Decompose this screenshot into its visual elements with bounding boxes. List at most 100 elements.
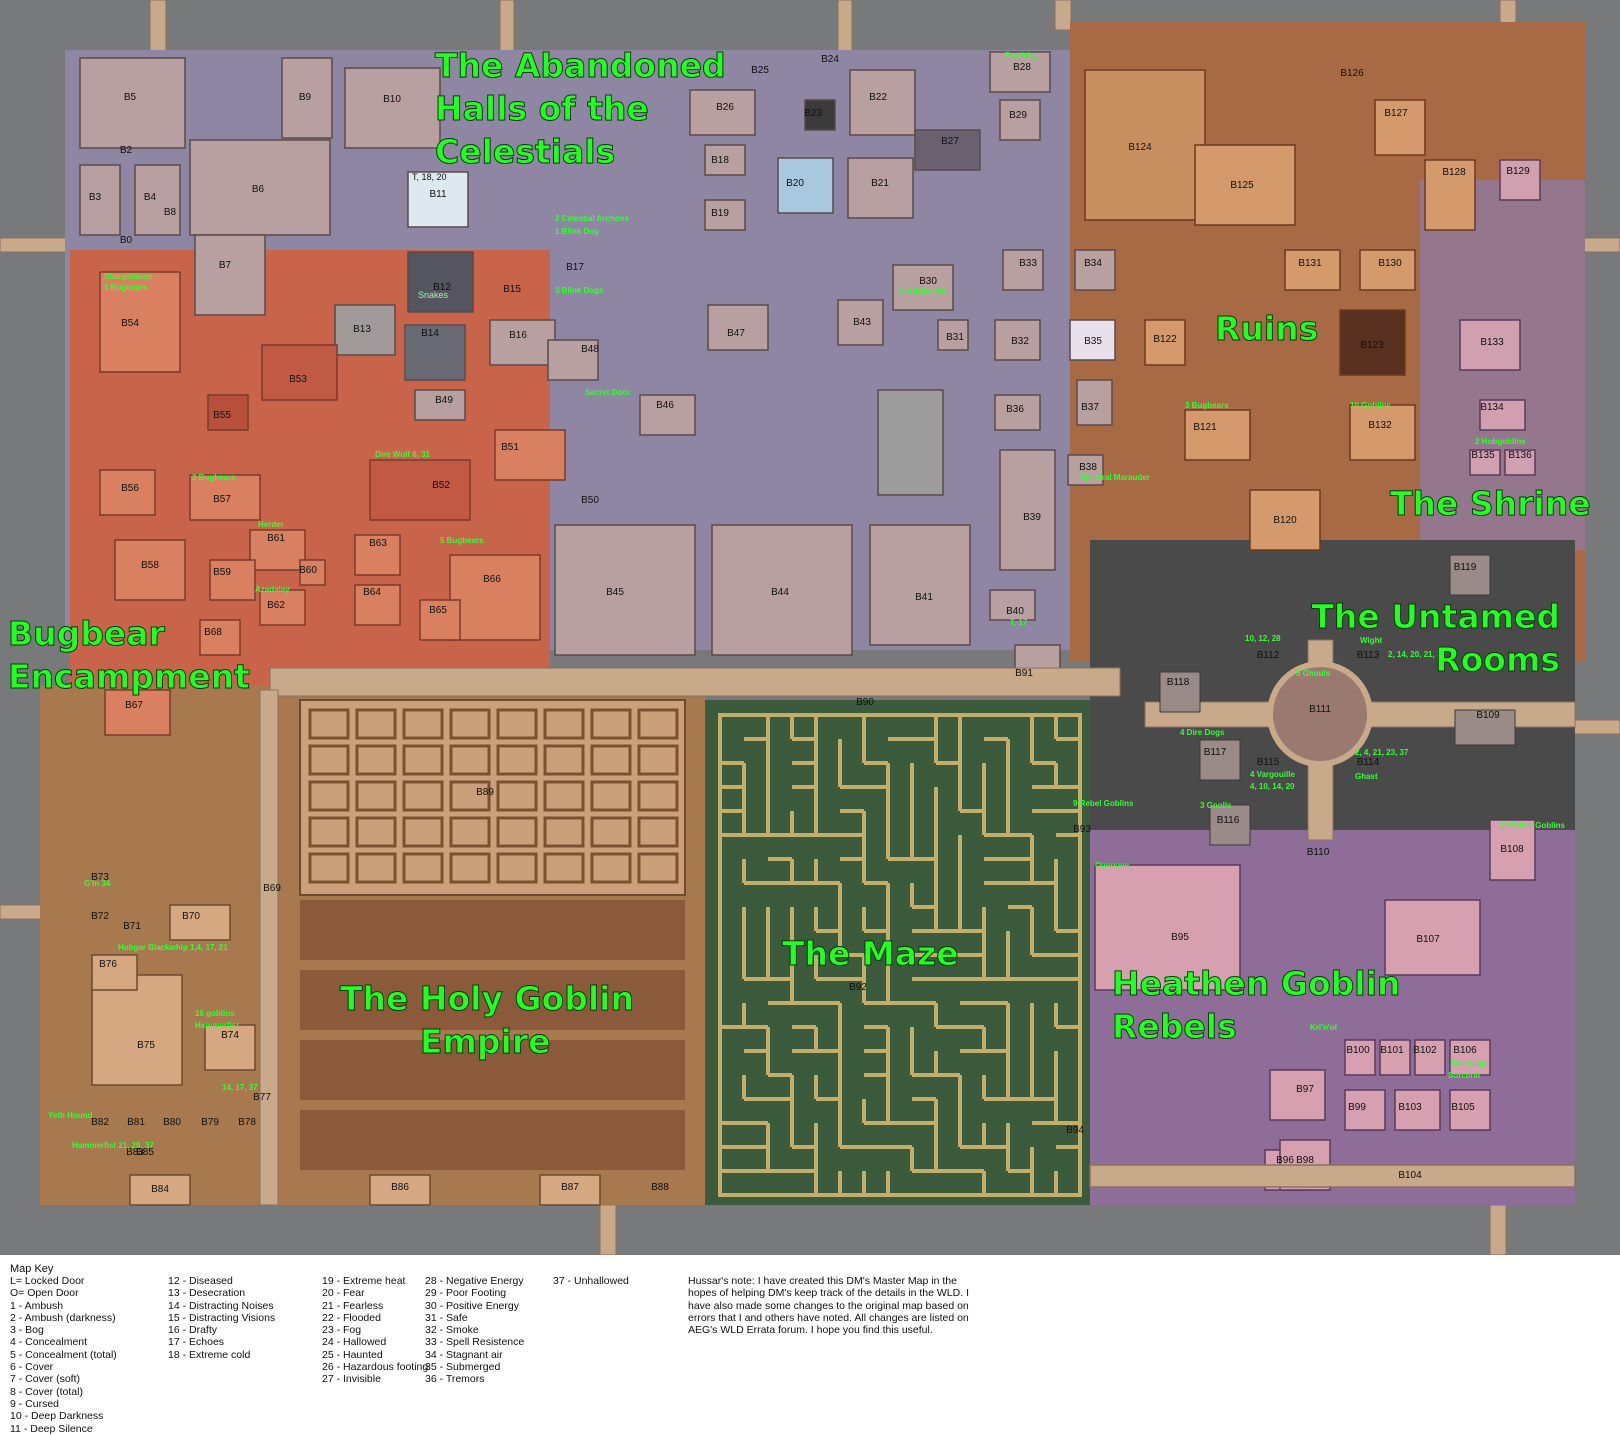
room-label-b117[interactable]: B117 xyxy=(1204,747,1227,758)
room-label-b78[interactable]: B78 xyxy=(238,1117,256,1128)
room-label-b14[interactable]: B14 xyxy=(421,328,439,339)
room-label-b49[interactable]: B49 xyxy=(435,395,453,406)
room-label-b76[interactable]: B76 xyxy=(99,959,117,970)
room-label-b31[interactable]: B31 xyxy=(946,332,964,343)
room-label-b80[interactable]: B80 xyxy=(163,1117,181,1128)
room-label-b23[interactable]: B23 xyxy=(804,108,822,119)
room-label-b68[interactable]: B68 xyxy=(204,627,222,638)
room-label-b111[interactable]: B111 xyxy=(1309,704,1331,715)
room-label-b54[interactable]: B54 xyxy=(121,318,139,329)
room-label-b8[interactable]: B8 xyxy=(164,207,177,218)
room-label-b10[interactable]: B10 xyxy=(383,94,401,105)
room-label-b119[interactable]: B119 xyxy=(1454,562,1477,573)
room-label-b99[interactable]: B99 xyxy=(1348,1102,1366,1113)
room-label-b40[interactable]: B40 xyxy=(1006,606,1024,617)
room-label-b3[interactable]: B3 xyxy=(89,192,102,203)
room-label-b97[interactable]: B97 xyxy=(1296,1084,1314,1095)
room-label-b135[interactable]: B135 xyxy=(1471,450,1495,461)
room-label-b71[interactable]: B71 xyxy=(123,921,141,932)
room-label-b114[interactable]: B114 xyxy=(1357,757,1380,768)
room-label-b48[interactable]: B48 xyxy=(581,344,599,355)
room-label-b57[interactable]: B57 xyxy=(213,494,231,505)
room-label-b112[interactable]: B112 xyxy=(1257,650,1280,661)
room-label-b90[interactable]: B90 xyxy=(856,697,874,708)
room-label-b60[interactable]: B60 xyxy=(299,565,317,576)
room-label-b47[interactable]: B47 xyxy=(727,328,745,339)
room-label-b56[interactable]: B56 xyxy=(121,483,139,494)
room-label-b130[interactable]: B130 xyxy=(1378,258,1402,269)
room-label-b45[interactable]: B45 xyxy=(606,587,624,598)
room-label-b26[interactable]: B26 xyxy=(716,102,734,113)
room-label-b58[interactable]: B58 xyxy=(141,560,159,571)
room-label-b0[interactable]: B0 xyxy=(120,235,133,246)
room-label-b120[interactable]: B120 xyxy=(1273,515,1297,526)
room-label-b91[interactable]: B91 xyxy=(1015,668,1033,679)
room-label-b113[interactable]: B113 xyxy=(1357,650,1380,661)
room-label-b126[interactable]: B126 xyxy=(1340,68,1364,79)
room-label-b102[interactable]: B102 xyxy=(1413,1045,1437,1056)
room-label-b62[interactable]: B62 xyxy=(267,600,285,611)
room-label-b63[interactable]: B63 xyxy=(369,538,387,549)
room-label-b94[interactable]: B94 xyxy=(1066,1125,1084,1136)
room-label-b11[interactable]: B11 xyxy=(429,189,446,200)
room-label-b22[interactable]: B22 xyxy=(869,92,887,103)
room-label-b20[interactable]: B20 xyxy=(786,178,804,189)
room-label-b127[interactable]: B127 xyxy=(1384,108,1408,119)
room-label-b118[interactable]: B118 xyxy=(1167,677,1190,688)
room-label-b115[interactable]: B115 xyxy=(1257,757,1280,768)
room-label-b61[interactable]: B61 xyxy=(267,533,285,544)
room-label-b70[interactable]: B70 xyxy=(182,911,200,922)
room-label-b122[interactable]: B122 xyxy=(1153,334,1177,345)
room-label-b100[interactable]: B100 xyxy=(1346,1045,1370,1056)
room-label-b110[interactable]: B110 xyxy=(1307,847,1330,858)
room-label-b124[interactable]: B124 xyxy=(1128,142,1152,153)
room-label-b132[interactable]: B132 xyxy=(1368,420,1392,431)
room-label-b116[interactable]: B116 xyxy=(1217,815,1240,826)
room-label-b81[interactable]: B81 xyxy=(127,1117,145,1128)
room-label-b88[interactable]: B88 xyxy=(651,1182,669,1193)
room-label-b86[interactable]: B86 xyxy=(391,1182,409,1193)
room-label-b13[interactable]: B13 xyxy=(353,324,371,335)
room-label-b101[interactable]: B101 xyxy=(1380,1045,1404,1056)
room-label-b129[interactable]: B129 xyxy=(1506,166,1530,177)
room-label-b72[interactable]: B72 xyxy=(91,911,109,922)
room-label-b55[interactable]: B55 xyxy=(213,410,231,421)
room-label-b134[interactable]: B134 xyxy=(1480,402,1504,413)
room-label-b92[interactable]: B92 xyxy=(849,982,867,993)
room-label-b30[interactable]: B30 xyxy=(919,276,937,287)
room-label-b84[interactable]: B84 xyxy=(151,1184,169,1195)
room-label-b4[interactable]: B4 xyxy=(144,192,157,203)
room-label-b67[interactable]: B67 xyxy=(125,700,143,711)
room-label-b59[interactable]: B59 xyxy=(213,567,231,578)
room-label-b66[interactable]: B66 xyxy=(483,574,501,585)
room-label-b93[interactable]: B93 xyxy=(1073,824,1091,835)
room-label-b21[interactable]: B21 xyxy=(871,178,889,189)
room-label-b74[interactable]: B74 xyxy=(221,1030,239,1041)
room-label-b29[interactable]: B29 xyxy=(1009,110,1027,121)
room-label-b53[interactable]: B53 xyxy=(289,374,307,385)
room-label-b17[interactable]: B17 xyxy=(566,262,584,273)
room-label-b18[interactable]: B18 xyxy=(711,155,729,166)
room-label-b43[interactable]: B43 xyxy=(853,317,871,328)
room-label-b133[interactable]: B133 xyxy=(1480,337,1504,348)
room-label-b25[interactable]: B25 xyxy=(751,65,769,76)
room-label-b37[interactable]: B37 xyxy=(1081,402,1099,413)
room-label-b65[interactable]: B65 xyxy=(429,605,447,616)
room-label-b125[interactable]: B125 xyxy=(1230,180,1254,191)
room-label-b6[interactable]: B6 xyxy=(252,184,265,195)
room-label-b128[interactable]: B128 xyxy=(1442,167,1466,178)
room-label-b121[interactable]: B121 xyxy=(1193,422,1217,433)
room-label-b103[interactable]: B103 xyxy=(1398,1102,1422,1113)
room-label-b12[interactable]: B12 xyxy=(433,282,451,293)
room-label-b46[interactable]: B46 xyxy=(656,400,674,411)
room-label-b107[interactable]: B107 xyxy=(1416,934,1440,945)
room-label-b123[interactable]: B123 xyxy=(1360,340,1384,351)
room-label-b5[interactable]: B5 xyxy=(124,92,137,103)
room-label-b109[interactable]: B109 xyxy=(1476,710,1500,721)
room-label-b104[interactable]: B104 xyxy=(1398,1170,1422,1181)
room-label-b79[interactable]: B79 xyxy=(201,1117,219,1128)
room-label-b24[interactable]: B24 xyxy=(821,54,839,65)
room-label-b32[interactable]: B32 xyxy=(1011,336,1029,347)
room-label-b64[interactable]: B64 xyxy=(363,587,381,598)
room-label-b39[interactable]: B39 xyxy=(1023,512,1041,523)
